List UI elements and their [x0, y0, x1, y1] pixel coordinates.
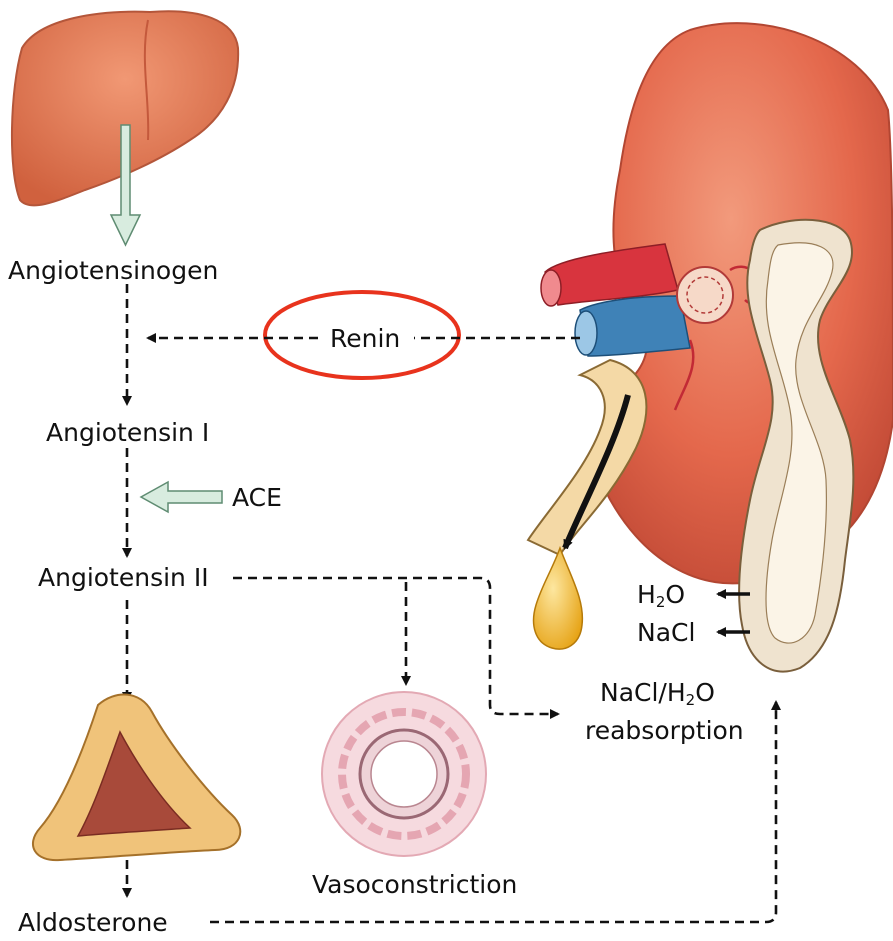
aldosterone-label: Aldosterone [18, 910, 168, 935]
angiotensinogen-label: Angiotensinogen [8, 258, 218, 283]
angiotensin-1-label: Angiotensin I [46, 420, 209, 445]
reabsorption-label-line2: reabsorption [585, 718, 744, 743]
renin-label: Renin [330, 326, 400, 351]
urine-drop [534, 548, 583, 649]
kidney-illustration [528, 23, 893, 671]
h2o-label: H2O [637, 582, 685, 607]
ace-label: ACE [232, 485, 282, 510]
angiotensin-2-label: Angiotensin II [38, 565, 209, 590]
vasoconstriction-label: Vasoconstriction [312, 872, 517, 897]
blood-vessel-cross-section [322, 692, 486, 856]
nacl-label: NaCl [637, 620, 695, 645]
reabsorption-label-line1: NaCl/H2O [600, 680, 715, 705]
ace-arrow [141, 482, 222, 512]
adrenal-gland-illustration [33, 695, 240, 861]
